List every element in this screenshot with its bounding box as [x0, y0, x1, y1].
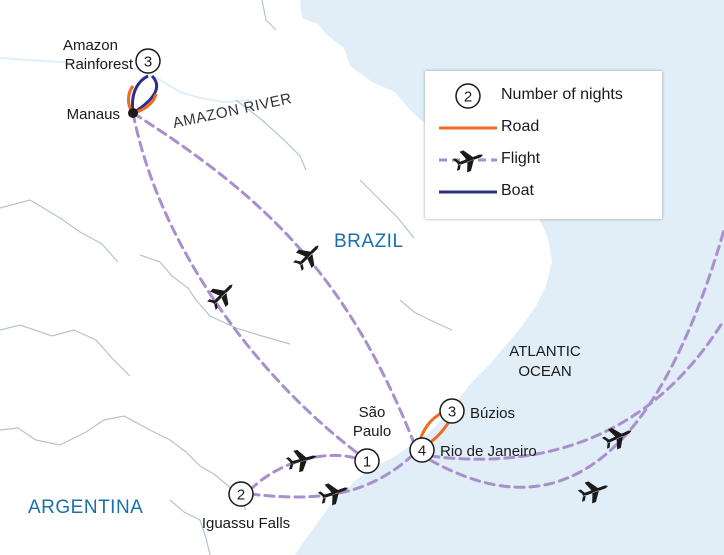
flight-rio-international-1 — [428, 318, 724, 461]
flight-manaus-sao-paulo — [131, 111, 362, 457]
label-amazon-line1: Amazon — [63, 37, 118, 54]
legend-row-flight: Flight — [425, 145, 662, 175]
boat-line-icon — [439, 190, 497, 194]
label-ocean-line2: OCEAN — [518, 363, 571, 380]
land-south-america — [0, 0, 552, 555]
road-line-icon — [439, 126, 497, 130]
boat-route — [130, 74, 159, 115]
legend: 2 Number of nights Road Flight Boat — [425, 71, 662, 219]
svg-text:4: 4 — [418, 443, 426, 460]
label-rio: Rio de Janeiro — [440, 443, 537, 460]
legend-row-nights: 2 Number of nights — [425, 81, 662, 111]
legend-label-road: Road — [501, 118, 540, 135]
label-buzios: Búzios — [470, 405, 515, 422]
label-amazon-line2: Rainforest — [65, 56, 134, 73]
legend-label-nights: Number of nights — [501, 86, 623, 103]
night-marker-iguassu: 2 — [228, 481, 254, 507]
flight-line-icon — [439, 150, 497, 173]
plane-icon — [577, 481, 609, 504]
night-marker-rio: 4 — [409, 437, 435, 463]
night-marker-amazon: 3 — [135, 48, 161, 74]
svg-text:2: 2 — [237, 487, 245, 504]
plane-icon — [285, 449, 317, 473]
label-sao-paulo-line2: Paulo — [353, 423, 391, 440]
night-marker-buzios: 3 — [439, 398, 465, 424]
flight-rio-international-2 — [428, 228, 724, 489]
plane-icon — [317, 483, 349, 506]
svg-text:2: 2 — [464, 89, 472, 106]
label-sao-paulo-line1: São — [359, 404, 386, 421]
night-marker-sao-paulo: 1 — [354, 448, 380, 474]
label-brazil: BRAZIL — [334, 231, 404, 252]
legend-label-boat: Boat — [501, 182, 534, 199]
svg-text:1: 1 — [363, 454, 371, 471]
night-circle-icon: 2 — [455, 83, 481, 109]
legend-row-boat: Boat — [425, 177, 662, 207]
manaus-dot — [128, 108, 138, 118]
svg-text:3: 3 — [448, 404, 456, 421]
flight-iguassu-rio — [248, 450, 418, 499]
borders — [0, 0, 453, 555]
label-argentina: ARGENTINA — [28, 497, 143, 518]
label-ocean-line1: ATLANTIC — [509, 343, 581, 360]
legend-label-flight: Flight — [501, 150, 541, 167]
legend-row-road: Road — [425, 113, 662, 143]
plane-icon — [601, 427, 632, 450]
label-manaus: Manaus — [67, 106, 120, 123]
label-iguassu: Iguassu Falls — [202, 515, 290, 532]
svg-text:3: 3 — [144, 54, 152, 71]
